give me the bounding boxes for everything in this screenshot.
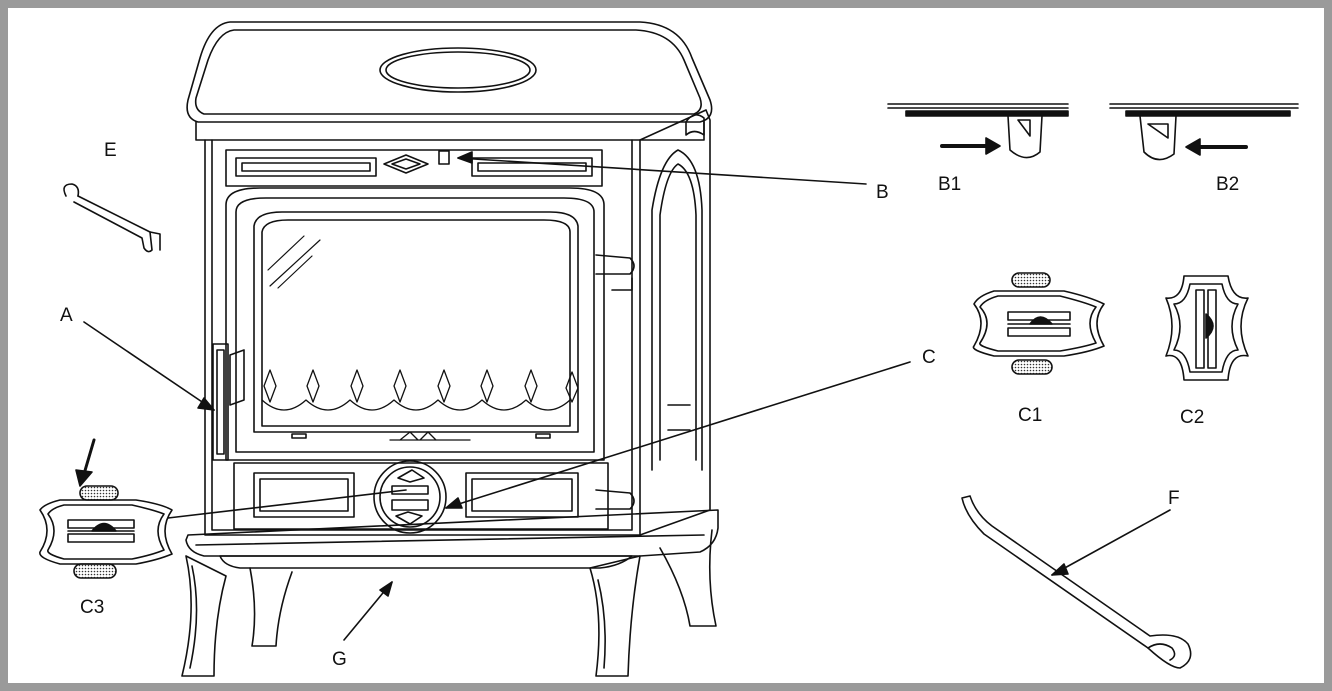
flame-ornaments (261, 369, 579, 411)
label-c1: C1 (1018, 405, 1042, 426)
air-slider-b (438, 150, 450, 165)
label-c2: C2 (1180, 407, 1204, 428)
label-b1: B1 (938, 174, 961, 195)
label-g: G (332, 649, 347, 670)
label-c3: C3 (80, 597, 104, 618)
knob-detail-c3 (39, 438, 173, 579)
stove-body (181, 21, 719, 677)
door-handle-a (212, 343, 229, 461)
slider-detail-b2 (1109, 103, 1299, 161)
label-e: E (104, 140, 117, 161)
diamond-ornament (383, 154, 429, 174)
hotplate-ring (379, 47, 537, 93)
label-f: F (1168, 488, 1180, 509)
tool-f (961, 495, 1192, 669)
tool-hook-e (63, 183, 161, 253)
leader-lines (83, 151, 1171, 641)
labels: A B B1 B2 C C1 C2 C3 E F G (60, 140, 1239, 670)
slider-detail-b1 (887, 103, 1069, 159)
air-control-knob-c (373, 460, 447, 534)
door-glass (253, 211, 579, 433)
label-c: C (922, 347, 936, 368)
label-a: A (60, 305, 73, 326)
knob-detail-c1 (972, 272, 1105, 375)
left-front-leg (181, 555, 227, 677)
label-b: B (876, 182, 889, 203)
ash-lip-g (185, 509, 719, 557)
label-b2: B2 (1216, 174, 1239, 195)
knob-detail-c2 (1165, 275, 1249, 381)
right-front-leg (589, 555, 641, 677)
